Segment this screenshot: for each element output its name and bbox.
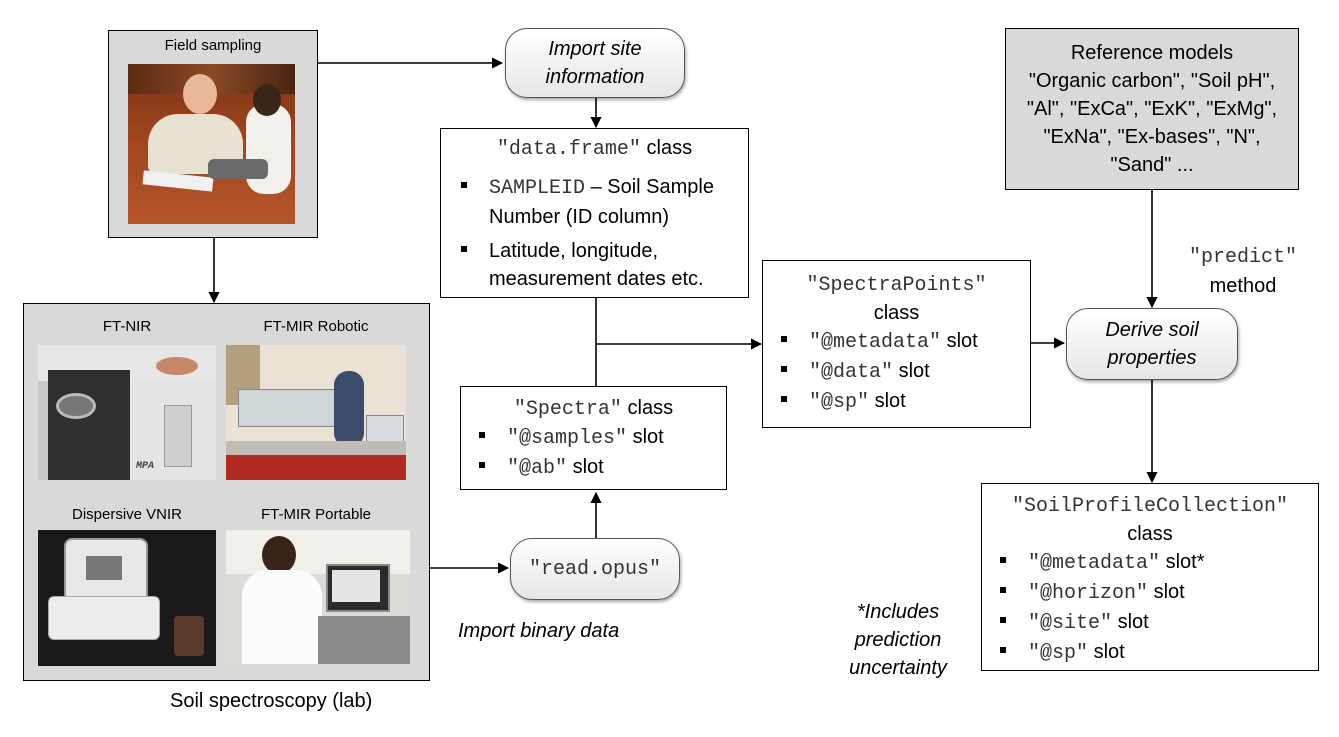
prediction-uncertainty-footnote: *Includes prediction uncertainty bbox=[849, 601, 947, 679]
predict-method-label: "predict" method bbox=[1178, 244, 1308, 300]
spectrapoints-slot-data: "@data" slot bbox=[771, 357, 1022, 387]
dataframe-class-title: "data.frame" class bbox=[451, 135, 738, 163]
spectrapoints-class-code: "SpectraPoints" bbox=[806, 274, 987, 297]
spectrapoints-class-word: class bbox=[873, 302, 920, 324]
spc-slot-horizon: "@horizon" slot bbox=[990, 578, 1310, 608]
predict-method-code: "predict" bbox=[1188, 246, 1298, 269]
reference-models-title: Reference models bbox=[1070, 42, 1234, 64]
spectra-class-title: "Spectra" class bbox=[469, 395, 718, 423]
spc-slot-list: "@metadata" slot* "@horizon" slot "@site… bbox=[990, 548, 1310, 668]
spc-slot-site: "@site" slot bbox=[990, 608, 1310, 638]
spectra-slot-ab: "@ab" slot bbox=[469, 453, 718, 483]
ft-nir-photo: MPA bbox=[38, 345, 216, 480]
spectra-class-word: class bbox=[627, 397, 674, 419]
reference-models-list: "Organic carbon", "Soil pH", "Al", "ExCa… bbox=[1026, 70, 1278, 176]
lab-caption: Soil spectroscopy (lab) bbox=[170, 690, 373, 712]
ft-mir-robotic-photo bbox=[226, 345, 406, 480]
instrument-label-ft-mir-robotic: FT-MIR Robotic bbox=[263, 318, 369, 335]
spectrapoints-slot-sp: "@sp" slot bbox=[771, 387, 1022, 417]
spectrapoints-class-box: "SpectraPoints" class "@metadata" slot "… bbox=[762, 260, 1031, 428]
spc-slot-metadata: "@metadata" slot* bbox=[990, 548, 1310, 578]
mpa-brand-label: MPA bbox=[136, 461, 155, 472]
ft-mir-portable-photo bbox=[226, 530, 410, 664]
spectra-slot-list: "@samples" slot "@ab" slot bbox=[469, 423, 718, 483]
predict-method-word: method bbox=[1209, 275, 1277, 297]
soilprofilecollection-class-box: "SoilProfileCollection" class "@metadata… bbox=[981, 483, 1319, 671]
spc-class-word: class bbox=[1127, 523, 1173, 545]
field-sampling-box: Field sampling bbox=[108, 30, 318, 238]
field-sampling-photo bbox=[128, 64, 295, 224]
import-site-button[interactable]: Import site information bbox=[505, 28, 685, 98]
lab-instruments-box: FT-NIR FT-MIR Robotic MPA Dispersive VNI… bbox=[23, 303, 430, 681]
spc-slot-sp: "@sp" slot bbox=[990, 638, 1310, 668]
import-binary-label: Import binary data bbox=[458, 620, 620, 642]
spectrapoints-slot-metadata: "@metadata" slot bbox=[771, 327, 1022, 357]
dispersive-vnir-photo bbox=[38, 530, 216, 666]
read-opus-button[interactable]: "read.opus" bbox=[510, 538, 680, 600]
spc-class-code: "SoilProfileCollection" bbox=[1011, 495, 1289, 518]
dataframe-class-box: "data.frame" class SAMPLEID – Soil Sampl… bbox=[440, 128, 749, 298]
spectrapoints-slot-list: "@metadata" slot "@data" slot "@sp" slot bbox=[771, 327, 1022, 417]
spectra-slot-samples: "@samples" slot bbox=[469, 423, 718, 453]
dataframe-field-sampleid: SAMPLEID – Soil Sample Number (ID column… bbox=[451, 173, 738, 231]
dataframe-field-list: SAMPLEID – Soil Sample Number (ID column… bbox=[451, 173, 738, 293]
dataframe-field-coordinates: Latitude, longitude, measurement dates e… bbox=[451, 237, 738, 293]
derive-soil-properties-button[interactable]: Derive soil properties bbox=[1066, 308, 1238, 380]
instrument-label-ft-mir-portable: FT-MIR Portable bbox=[260, 506, 372, 523]
dataframe-class-word: class bbox=[646, 137, 693, 159]
reference-models-box: Reference models "Organic carbon", "Soil… bbox=[1005, 28, 1299, 190]
spectra-class-code: "Spectra" bbox=[513, 398, 622, 421]
dataframe-class-code: "data.frame" bbox=[496, 138, 641, 161]
spectra-class-box: "Spectra" class "@samples" slot "@ab" sl… bbox=[460, 386, 727, 490]
instrument-label-ft-nir: FT-NIR bbox=[102, 318, 152, 335]
instrument-label-dispersive-vnir: Dispersive VNIR bbox=[71, 506, 183, 523]
field-sampling-caption: Field sampling bbox=[164, 37, 262, 54]
